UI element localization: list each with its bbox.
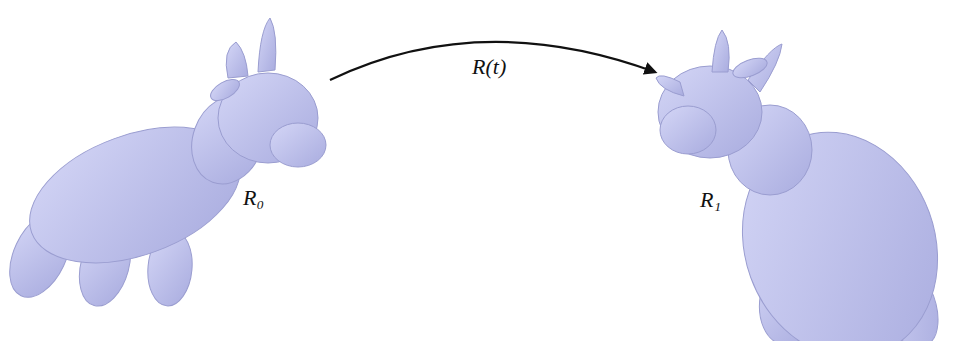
cow-mesh-start <box>0 18 326 312</box>
rotation-arrow <box>330 42 655 80</box>
start-rotation-label: R₀ <box>243 186 264 210</box>
interpolation-label: R(t) <box>472 55 506 79</box>
cow-mesh-end <box>656 30 957 341</box>
end-rotation-label: R₁ <box>700 188 721 212</box>
